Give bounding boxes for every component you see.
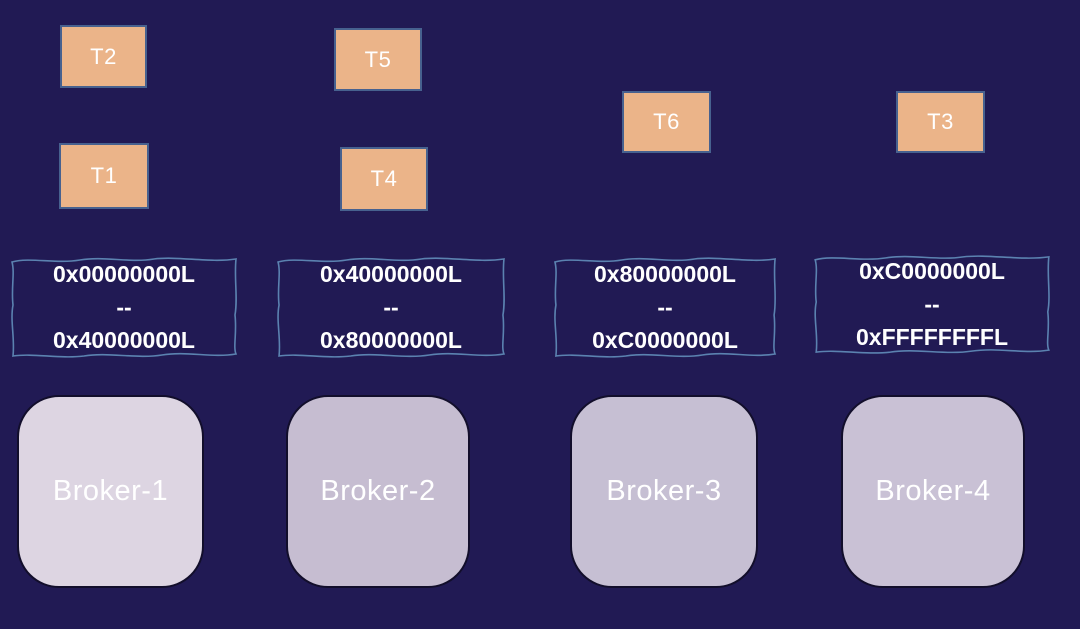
topic-box-t5: T5 — [334, 28, 422, 91]
topic-label: T2 — [90, 43, 117, 69]
range-text: 0x80000000L -- 0xC0000000L — [551, 252, 779, 362]
range-start: 0x80000000L — [594, 260, 736, 287]
topic-box-t4: T4 — [340, 147, 428, 211]
topic-label: T1 — [90, 163, 118, 188]
topic-label: T5 — [364, 46, 392, 72]
topic-box-t6: T6 — [622, 91, 711, 153]
broker-box-3: Broker-3 — [570, 395, 758, 588]
wavy-border — [551, 252, 779, 362]
topic-box-t2: T2 — [60, 25, 147, 88]
broker-label: Broker-4 — [875, 475, 991, 507]
topic-label: T6 — [653, 109, 680, 134]
broker-box-4: Broker-4 — [841, 395, 1025, 588]
range-end: 0x80000000L — [320, 326, 462, 353]
broker-label: Broker-1 — [52, 475, 169, 507]
range-start: 0x40000000L — [320, 260, 462, 287]
broker-label: Broker-3 — [606, 475, 722, 507]
broker-box-2: Broker-2 — [286, 395, 470, 588]
partition-range-box-4: 0xC0000000L -- 0xFFFFFFFFL — [811, 250, 1053, 358]
partition-range-box-1: 0x00000000L -- 0x40000000L — [8, 252, 240, 362]
wavy-border — [8, 252, 240, 362]
topic-label: T3 — [927, 109, 954, 134]
range-end: 0xC0000000L — [592, 326, 738, 353]
range-separator: -- — [924, 290, 940, 317]
range-end: 0x40000000L — [53, 326, 195, 353]
wavy-border — [274, 252, 508, 362]
range-start: 0x00000000L — [53, 260, 195, 287]
range-start: 0xC0000000L — [859, 257, 1005, 284]
range-text: 0x40000000L -- 0x80000000L — [274, 252, 508, 362]
range-text: 0xC0000000L -- 0xFFFFFFFFL — [811, 250, 1053, 358]
range-separator: -- — [383, 293, 399, 320]
partition-range-box-3: 0x80000000L -- 0xC0000000L — [551, 252, 779, 362]
wavy-border — [811, 250, 1053, 358]
range-separator: -- — [657, 293, 673, 320]
topic-box-t1: T1 — [59, 143, 149, 209]
topic-label: T4 — [370, 166, 398, 191]
broker-label: Broker-2 — [320, 475, 436, 507]
topic-box-t3: T3 — [896, 91, 985, 153]
range-separator: -- — [116, 293, 132, 320]
range-end: 0xFFFFFFFFL — [855, 323, 1009, 350]
partition-range-box-2: 0x40000000L -- 0x80000000L — [274, 252, 508, 362]
broker-box-1: Broker-1 — [17, 395, 204, 588]
range-text: 0x00000000L -- 0x40000000L — [8, 252, 240, 362]
